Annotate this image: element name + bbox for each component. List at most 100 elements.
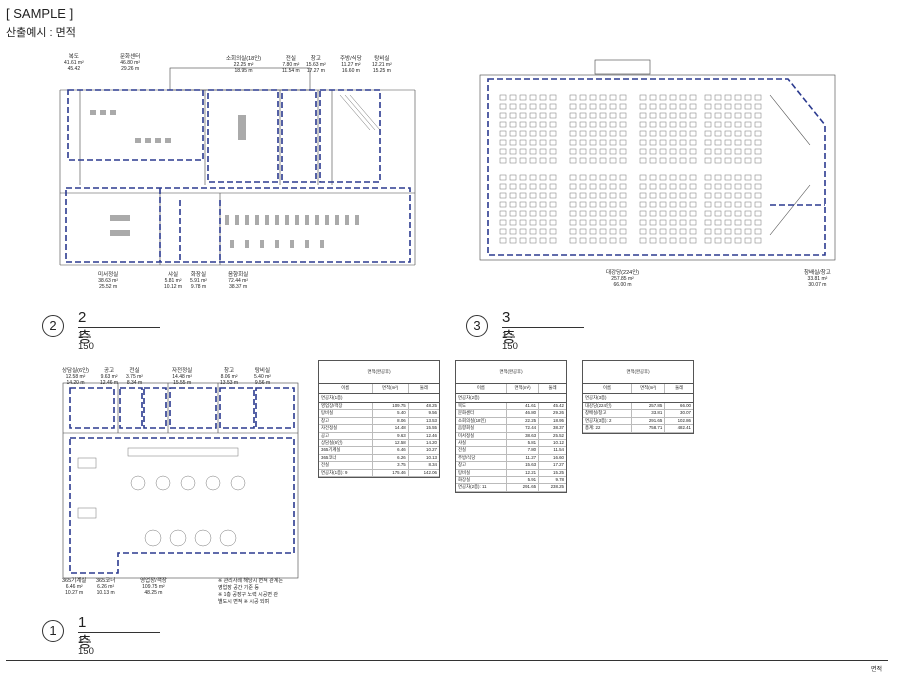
table-cell: 365기계실 xyxy=(319,446,372,455)
table-cell: 11.27 xyxy=(505,454,539,463)
table-cell: 30.07 xyxy=(664,409,693,418)
table-cell: 109.75 xyxy=(371,402,409,411)
floor2-scale: 1 : 150 xyxy=(78,330,94,352)
table-cell: 38.37 xyxy=(538,424,566,433)
table-cell: 창고 xyxy=(456,461,507,470)
floor1-scale: 1 : 150 xyxy=(78,635,94,657)
table-caption: 면적(완공후) xyxy=(456,361,566,384)
table-cell: 10.12 xyxy=(538,439,566,448)
floor1-name: 1층 xyxy=(78,614,92,651)
table-cell: 22.25 xyxy=(505,417,539,426)
table-cell: 14.48 xyxy=(371,424,409,433)
table-cell: 5.91 xyxy=(505,476,539,485)
table-cell: 257.85 xyxy=(631,402,665,411)
floor3-drawing xyxy=(479,59,836,261)
table-cell: 9.56 xyxy=(407,409,439,418)
table-cell: 7.80 xyxy=(505,446,539,455)
page-subtitle: 산출예시 : 면적 xyxy=(6,27,76,39)
floor2-drawing xyxy=(59,67,416,266)
table-cell: 15.25 xyxy=(538,469,566,478)
table-cell: 소회의실(18인) xyxy=(456,417,507,426)
table-cell: 자전정실 xyxy=(319,424,372,433)
floor2-number: 2 xyxy=(42,315,64,337)
table-cell: 10.13 xyxy=(407,454,439,463)
table-cell: 29.26 xyxy=(538,409,566,418)
table-cell: 음향회실 xyxy=(456,424,507,433)
table-cell: 5.81 xyxy=(505,439,539,448)
table-cell: 9.63 xyxy=(371,432,409,441)
table-cell: 탕비실 xyxy=(456,469,507,478)
table-cell: 365코너 xyxy=(319,454,372,463)
table-cell: 13.53 xyxy=(407,417,439,426)
table-cell: 6.46 xyxy=(371,446,409,455)
table-cell: 창배실/창고 xyxy=(583,409,632,418)
table-cell: 면공차(3층): 2 xyxy=(583,417,632,426)
table-cell: 상담실(6인) xyxy=(319,439,372,448)
table-cell: 18.95 xyxy=(538,417,566,426)
floor3-number: 3 xyxy=(466,315,488,337)
footer-label: 면적 xyxy=(870,667,882,673)
table-cell: 미서정실 xyxy=(456,432,507,441)
table-cell: 72.44 xyxy=(505,424,539,433)
table-cell: 전실 xyxy=(456,446,507,455)
table-cell: 6.26 xyxy=(371,454,409,463)
table-cell: 102.86 xyxy=(664,417,693,426)
table-cell: 33.81 xyxy=(631,409,665,418)
table-cell: 공고 xyxy=(319,432,372,441)
table-cell: 17.27 xyxy=(538,461,566,470)
table-cell: 25.52 xyxy=(538,432,566,441)
table-caption: 면적(완공후) xyxy=(319,361,439,384)
bottom-rule xyxy=(6,660,888,661)
table-cell: 창고 xyxy=(319,417,372,426)
table-cell: 66.00 xyxy=(664,402,693,411)
table-cell: 8.34 xyxy=(407,461,439,470)
floor3-name: 3층 xyxy=(502,309,516,346)
table-cell: 45.42 xyxy=(538,402,566,411)
table-cell: 9.78 xyxy=(538,476,566,485)
page-title: [ SAMPLE ] xyxy=(6,6,74,21)
floor1-number: 1 xyxy=(42,620,64,642)
table-cell: 샤실 xyxy=(456,439,507,448)
table-cell: 영업장/객장 xyxy=(319,402,372,411)
table-cell: 38.63 xyxy=(505,432,539,441)
table-cell: 12.46 xyxy=(407,432,439,441)
